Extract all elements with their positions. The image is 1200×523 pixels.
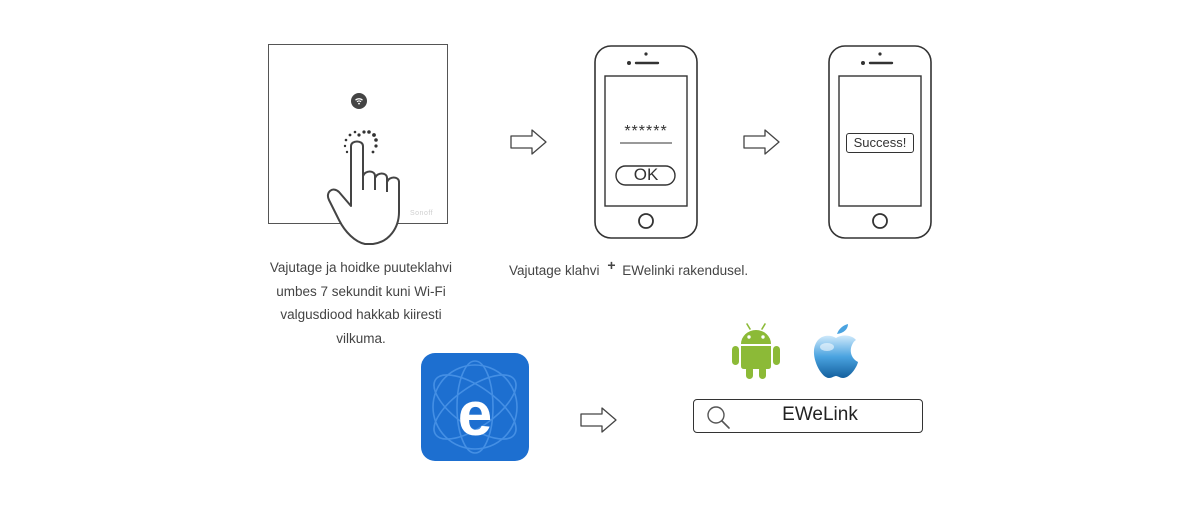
arrow-right-icon xyxy=(510,128,548,156)
svg-text:e: e xyxy=(458,380,492,449)
step2-caption-after: EWelinki rakendusel. xyxy=(622,263,748,278)
arrow-right-icon xyxy=(743,128,781,156)
phone-password-screen xyxy=(594,45,698,239)
android-icon[interactable] xyxy=(730,322,782,380)
step2-caption: Vajutage klahvi + EWelinki rakendusel. xyxy=(509,259,748,283)
step2-caption-before: Vajutage klahvi xyxy=(509,263,600,278)
pointing-hand-icon xyxy=(325,128,421,246)
search-input-value[interactable]: EWeLink xyxy=(760,404,880,426)
step1-caption: Vajutage ja hoidke puuteklahvi umbes 7 s… xyxy=(256,256,466,350)
arrow-right-icon xyxy=(580,406,618,434)
ok-button[interactable]: OK xyxy=(616,165,676,185)
password-field[interactable]: ****** xyxy=(612,123,680,141)
success-message: Success! xyxy=(846,133,914,153)
wifi-led-icon xyxy=(351,93,367,109)
apple-icon[interactable] xyxy=(810,322,862,380)
plus-icon: + xyxy=(607,254,615,278)
ewelink-app-icon: e xyxy=(421,353,529,461)
search-icon xyxy=(705,404,731,430)
